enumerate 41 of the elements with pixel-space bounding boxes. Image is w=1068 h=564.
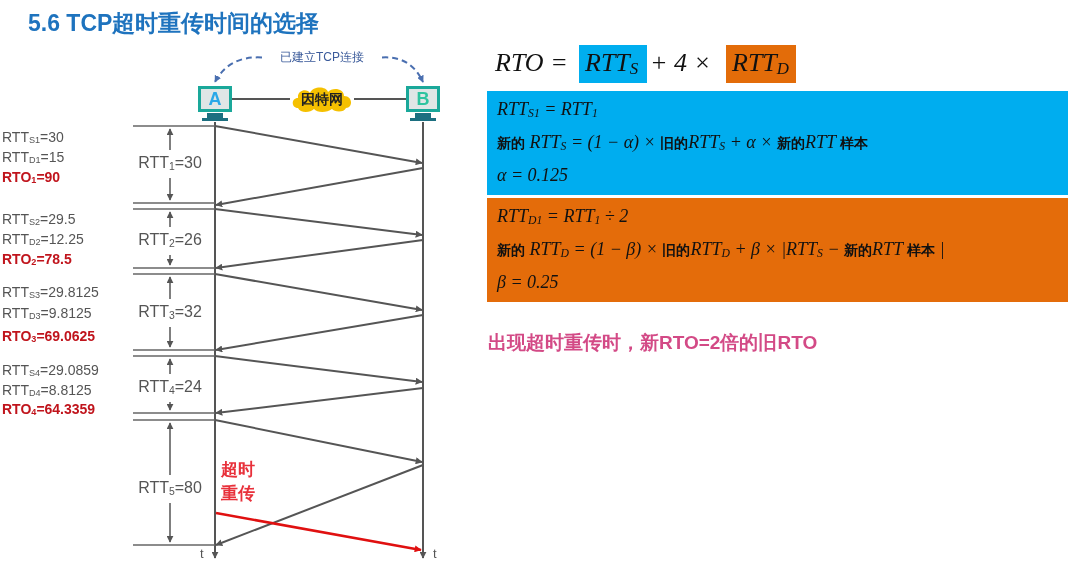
rtt-label: RTT$_{3}$=32 <box>137 303 203 321</box>
formula-text: RTO = <box>495 47 568 79</box>
rto-text: RTO$_{1}$=90 <box>2 169 61 186</box>
computer-box: B <box>406 86 440 112</box>
formula-text: 新的 RTT$_{S}$ = (1 − α) × 旧的RTT$_{S}$ + α × 新的RTT 样本 <box>497 132 869 153</box>
time-axis-label: t <box>433 546 437 561</box>
cloud: 因特网 <box>290 86 354 112</box>
rtt-label: RTT$_{2}$=26 <box>137 231 203 249</box>
rto-text: RTO$_{4}$=64.3359 <box>2 401 96 418</box>
stat-text: RTT$_{D1}$=15 <box>2 149 65 166</box>
formula-term-box: RTT$_{D}$ <box>726 45 796 83</box>
rto-text: RTO$_{3}$=69.0625 <box>2 328 96 345</box>
stat-text: RTT$_{D4}$=8.8125 <box>2 382 92 399</box>
formula-text: β = 0.25 <box>497 272 559 293</box>
formula-term-box: RTT$_{S}$ <box>579 45 647 83</box>
stat-text: RTT$_{D2}$=12.25 <box>2 231 84 248</box>
rtt-label: RTT$_{4}$=24 <box>137 378 203 396</box>
formula-text: 新的 RTT$_{D}$ = (1 − β) × 旧的RTT$_{D}$ + β × |RTT$_{S}$ − 新的RTT 样本 | <box>497 239 945 260</box>
formula-text: α = 0.125 <box>497 165 569 186</box>
formula-panel <box>487 198 1068 302</box>
stat-text: RTT$_{D3}$=9.8125 <box>2 305 92 322</box>
stat-text: RTT$_{S1}$=30 <box>2 129 64 146</box>
formula-text: + 4 × <box>650 47 712 79</box>
title: 5.6 TCP超时重传时间的选择 <box>28 9 320 38</box>
computer-box: A <box>198 86 232 112</box>
stat-text: RTT$_{S3}$=29.8125 <box>2 284 99 301</box>
dashed-arrow <box>214 56 263 83</box>
formula-text: RTT$_{S1}$ = RTT$_{1}$ <box>497 99 598 120</box>
rtt-label: RTT$_{5}$=80 <box>137 479 203 497</box>
connector-line <box>353 98 407 100</box>
formula-text: RTT$_{D1}$ = RTT$_{1}$ ÷ 2 <box>497 206 629 227</box>
time-axis-label: t <box>200 546 204 561</box>
formula-panel <box>487 91 1068 195</box>
timeout-label: 超时重传 <box>221 459 256 505</box>
stat-text: RTT$_{S2}$=29.5 <box>2 211 76 228</box>
dashed-arrow <box>381 56 424 83</box>
connector-line <box>231 98 291 100</box>
rto-text: RTO$_{2}$=78.5 <box>2 251 72 268</box>
note-text: 出现超时重传时，新RTO=2倍的旧RTO <box>488 331 818 355</box>
stat-text: RTT$_{S4}$=29.0859 <box>2 362 99 379</box>
rtt-label: RTT$_{1}$=30 <box>137 154 203 172</box>
